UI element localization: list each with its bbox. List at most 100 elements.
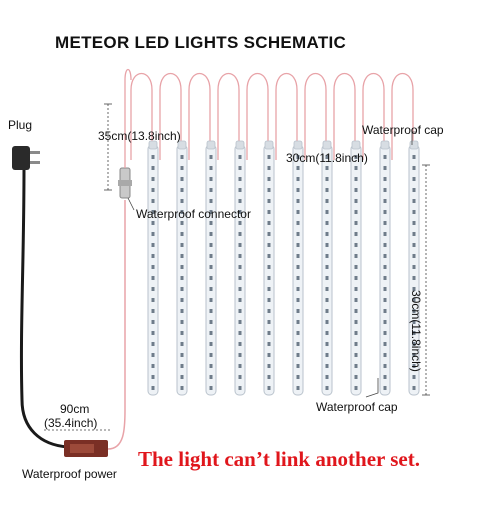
led-dot: [267, 210, 271, 214]
led-dot: [151, 177, 155, 181]
led-dot: [267, 364, 271, 368]
led-dot: [383, 386, 387, 390]
led-dot: [296, 232, 300, 236]
led-dot: [296, 210, 300, 214]
led-tube: [263, 144, 275, 396]
led-dot: [151, 287, 155, 291]
led-dot: [151, 309, 155, 313]
led-dot: [209, 386, 213, 390]
led-tube: [379, 144, 391, 396]
led-dot: [325, 177, 329, 181]
led-dot: [180, 342, 184, 346]
led-dot: [180, 199, 184, 203]
led-dot: [412, 243, 416, 247]
led-dot: [412, 232, 416, 236]
led-dot: [296, 331, 300, 335]
led-tube: [234, 144, 246, 396]
led-dot: [238, 375, 242, 379]
led-dot: [383, 309, 387, 313]
led-dot: [238, 265, 242, 269]
led-dot: [209, 353, 213, 357]
led-tube: [205, 144, 217, 396]
led-dot: [354, 353, 358, 357]
wire-loop: [391, 73, 414, 160]
led-dot: [354, 166, 358, 170]
led-dot: [354, 309, 358, 313]
led-dot: [325, 298, 329, 302]
led-dot: [209, 254, 213, 258]
led-tube: [292, 144, 304, 396]
leader-lines: [127, 131, 416, 398]
led-dot: [209, 221, 213, 225]
led-dot: [151, 232, 155, 236]
led-dot: [354, 243, 358, 247]
led-dot: [238, 177, 242, 181]
led-dot: [412, 353, 416, 357]
led-dot: [209, 243, 213, 247]
cap-bottom-label: Waterproof cap: [316, 400, 398, 414]
led-dot: [267, 232, 271, 236]
led-dot: [238, 199, 242, 203]
led-dot: [325, 309, 329, 313]
led-dot: [325, 353, 329, 357]
led-dot: [209, 309, 213, 313]
led-dot: [296, 309, 300, 313]
led-dot: [267, 188, 271, 192]
led-dot: [296, 155, 300, 159]
wire-loop: [159, 73, 182, 160]
led-dot: [180, 298, 184, 302]
led-dot: [412, 265, 416, 269]
led-dot: [267, 287, 271, 291]
tube-cap-top: [235, 140, 245, 150]
wire-loop: [188, 73, 211, 160]
led-dot: [238, 254, 242, 258]
led-dot: [325, 254, 329, 258]
led-dot: [354, 232, 358, 236]
led-dot: [209, 331, 213, 335]
led-dot: [238, 155, 242, 159]
led-dot: [354, 386, 358, 390]
led-dot: [151, 375, 155, 379]
led-dot: [267, 177, 271, 181]
led-dot: [383, 166, 387, 170]
led-dot: [151, 331, 155, 335]
led-dot: [354, 210, 358, 214]
led-dot: [354, 342, 358, 346]
led-dot: [354, 188, 358, 192]
led-dot: [209, 210, 213, 214]
led-dot: [180, 221, 184, 225]
led-dot: [325, 243, 329, 247]
led-dot: [325, 265, 329, 269]
led-dot: [354, 364, 358, 368]
spacing-label: 30cm(11.8inch): [286, 151, 368, 165]
led-dot: [354, 199, 358, 203]
led-dot: [412, 155, 416, 159]
led-dot: [151, 320, 155, 324]
led-dot: [412, 320, 416, 324]
led-dot: [267, 353, 271, 357]
wire-loop: [217, 73, 240, 160]
led-dot: [267, 199, 271, 203]
led-dot: [238, 364, 242, 368]
led-dot: [151, 265, 155, 269]
led-dot: [354, 265, 358, 269]
waterproof-connector-icon: [118, 167, 132, 199]
wire-loop: [130, 73, 153, 160]
tube-cap-top: [264, 140, 274, 150]
led-dot: [151, 210, 155, 214]
led-dot: [325, 221, 329, 225]
led-dot: [354, 155, 358, 159]
power-cable: [19, 167, 69, 449]
led-dot: [412, 177, 416, 181]
led-dot: [383, 199, 387, 203]
tube-cap-top: [177, 140, 187, 150]
led-dot: [180, 166, 184, 170]
tube-cap-top: [148, 140, 158, 150]
led-dot: [238, 166, 242, 170]
wire-loops: [124, 68, 414, 168]
led-dot: [383, 254, 387, 258]
led-dot: [354, 298, 358, 302]
led-dot: [180, 364, 184, 368]
